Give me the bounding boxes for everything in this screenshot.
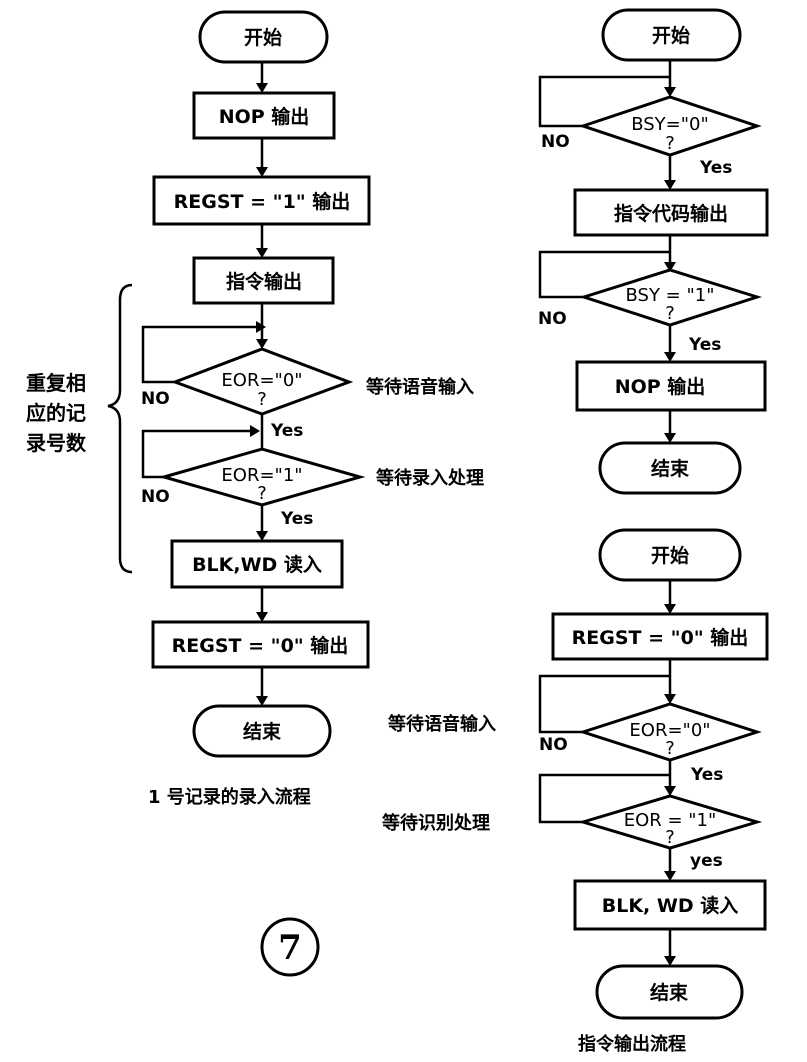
flow2-arrowhead [664, 87, 676, 97]
flow1-repeat-brace [107, 283, 133, 574]
flow3-wait-voice: 等待语音输入 [388, 713, 496, 735]
flow2-code-box [573, 188, 769, 237]
flow1: 开始 NOP 输出 REGST = "1" 输出 指令输出 EOR="0" ? … [26, 10, 484, 808]
flow1-wait-record: 等待录入处理 [376, 467, 484, 489]
flow2-arrowhead [664, 352, 676, 362]
flow1-regst1-label: REGST = "1" 输出 [174, 190, 351, 213]
flow1-eor0-q: ? [257, 389, 267, 410]
flow2-code-label: 指令代码输出 [614, 202, 728, 225]
flow1-read-label: BLK,WD 读入 [192, 553, 322, 576]
flow3-arrowhead [664, 604, 676, 614]
flow1-caption: 1 号记录的录入流程 [148, 786, 311, 808]
flow2-bsy1-yes: Yes [688, 335, 721, 355]
flow3-arrowhead [664, 786, 676, 796]
flow1-eor1-label: EOR="1" [221, 465, 302, 486]
flow1-nop-box [192, 91, 336, 140]
flow1-eor0-yes: Yes [270, 421, 303, 441]
flow1-nop-label: NOP 输出 [219, 105, 310, 128]
flow1-eor1-loop [141, 429, 255, 479]
flow3-regst0-box [551, 612, 769, 661]
flow3-eor0-label: EOR="0" [629, 720, 710, 741]
flow2-nop-label: NOP 输出 [615, 375, 706, 398]
flow1-arrowhead [256, 612, 268, 622]
flow2-end-terminal [598, 441, 742, 495]
flow1-arrowhead [256, 167, 268, 177]
flow2-bsy1-no: NO [538, 309, 567, 329]
flow3-arrowhead [664, 694, 676, 704]
flow2-end-label: 结束 [651, 457, 690, 480]
flow2-bsy0-q: ? [665, 133, 675, 154]
flow1-eor1-decision [158, 447, 366, 507]
flow3-eor0-decision [578, 702, 762, 762]
flow1-arrowhead [256, 339, 268, 349]
flow1-regst1-box [152, 175, 371, 226]
flow1-eor0-no: NO [141, 389, 170, 409]
flow2-bsy0-decision [578, 95, 762, 157]
flow2-nop-box [575, 360, 767, 412]
flow3-read-box [573, 879, 767, 931]
flow3-eor1-q: ? [665, 827, 675, 848]
flow1-regst0-label: REGST = "0" 输出 [172, 634, 349, 657]
flow3-caption: 指令输出流程 [578, 1033, 686, 1055]
flow1-regst0-box [151, 620, 370, 669]
flow1-end-terminal [192, 704, 332, 758]
flow1-wait-voice: 等待语音输入 [366, 376, 474, 398]
figure-number-circle [260, 917, 320, 977]
flow1-cmd-box [192, 256, 335, 305]
flow1-arrowhead [256, 696, 268, 706]
flow2-bsy1-q: ? [665, 303, 675, 324]
flow3-regst0-label: REGST = "0" 输出 [572, 626, 749, 649]
flow2-bsy0-no: NO [541, 132, 570, 152]
flow3-eor1-decision [577, 794, 763, 850]
flow1-eor1-q: ? [257, 483, 267, 504]
flow3-eor0-yes: Yes [690, 765, 723, 785]
flow1-end-label: 结束 [243, 720, 282, 743]
flow1-side-line3: 录号数 [26, 431, 87, 455]
flow3-eor0-no: NO [539, 735, 568, 755]
flow3-end-terminal [595, 964, 744, 1020]
flow1-arrowhead [256, 248, 268, 258]
flow3-eor1-label: EOR = "1" [624, 810, 717, 831]
flow2-arrowhead [664, 262, 676, 272]
flow3-arrowhead [664, 871, 676, 881]
flow1-side-line1: 重复相 [26, 371, 86, 395]
flow2-bsy0-label: BSY="0" [631, 114, 709, 135]
flow3-end-label: 结束 [650, 981, 689, 1004]
flow3-eor0-q: ? [665, 738, 675, 759]
flow1-eor0-loop [141, 325, 262, 384]
flow2-bsy0-yes: Yes [699, 158, 732, 178]
flow3-eor0-loop [538, 674, 670, 734]
flow2-bsy0-loop [538, 75, 670, 128]
flow3: 开始 REGST = "0" 输出 EOR="0" ? NO 等待语音输入 Ye… [382, 528, 769, 1055]
flow1-cmd-label: 指令输出 [226, 270, 302, 293]
flow1-arrowhead [256, 321, 266, 333]
flow1-side-line2: 应的记 [26, 401, 86, 425]
flow1-start-label: 开始 [244, 26, 282, 49]
flow2-arrowhead [664, 180, 676, 190]
flow2: 开始 BSY="0" ? NO Yes 指令代码输出 BSY = "1" ? N… [538, 8, 769, 495]
flow1-eor1-yes: Yes [280, 509, 313, 529]
flow1-eor1-no: NO [141, 487, 170, 507]
flow1-eor0-decision [170, 347, 354, 416]
flow1-read-box [170, 539, 344, 589]
flow3-eor1-yes: yes [690, 851, 723, 871]
flow2-bsy1-label: BSY = "1" [626, 285, 715, 306]
flow3-start-label: 开始 [651, 544, 689, 567]
flow1-start-terminal [198, 10, 329, 64]
flow1-arrowhead [256, 83, 268, 93]
flow3-wait-recog: 等待识别处理 [382, 812, 490, 834]
flow3-arrowhead [664, 956, 676, 966]
flow1-arrowhead [256, 531, 268, 541]
flow2-bsy1-decision [579, 268, 762, 327]
flow1-arrowhead [250, 425, 260, 437]
flow3-read-label: BLK, WD 读入 [602, 894, 739, 917]
flow1-eor0-label: EOR="0" [221, 370, 302, 391]
flow2-bsy1-loop [538, 250, 670, 299]
flow2-start-label: 开始 [652, 24, 690, 47]
flow2-start-terminal [601, 8, 742, 62]
flow3-eor1-loop [538, 773, 670, 824]
flow2-arrowhead [664, 433, 676, 443]
figure-number: 7 [278, 928, 302, 968]
